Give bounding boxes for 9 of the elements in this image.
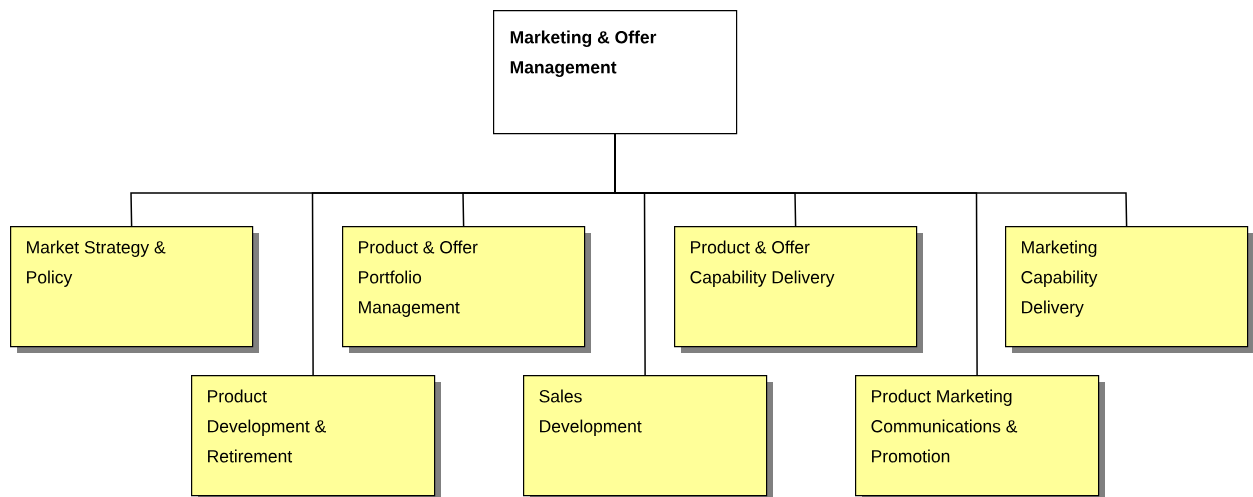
process-box: Product & Offer Capability Delivery (674, 226, 923, 353)
org-box: Marketing & Offer Management (493, 10, 738, 135)
connector-line (614, 133, 1128, 227)
process-box: Market Strategy & Policy (10, 226, 259, 353)
process-box: Product & Offer Portfolio Management (342, 226, 591, 353)
process-box: Product Marketing Communications & Promotion (855, 375, 1105, 497)
process-box: Product Development & Retirement (191, 375, 441, 497)
process-box: Sales Development (523, 375, 773, 497)
process-box: Marketing Capability Delivery (1005, 226, 1253, 353)
